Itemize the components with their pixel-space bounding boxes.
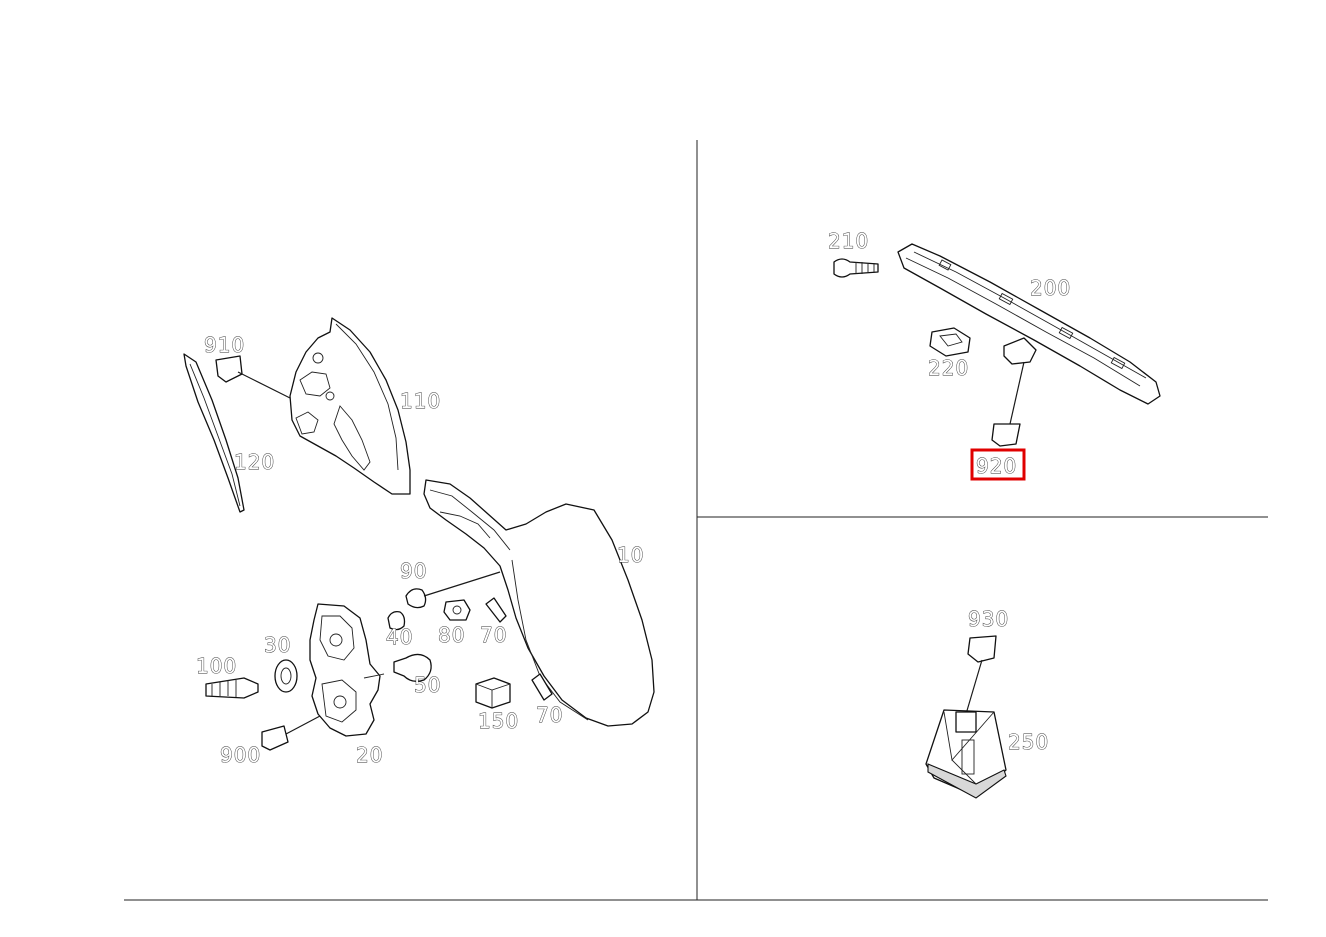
callout-10[interactable]: 10 xyxy=(617,543,644,568)
panel-frames xyxy=(124,140,1268,901)
part-200-lamp-rail xyxy=(897,243,1161,405)
part-90-bulb xyxy=(405,588,427,609)
part-10-lamp-lens xyxy=(423,479,655,727)
callout-90[interactable]: 90 xyxy=(400,559,427,584)
part-110-lamp-upper xyxy=(289,317,411,495)
part-100-connector xyxy=(205,677,259,699)
part-70-clip-lower xyxy=(531,673,553,701)
part-30-ring-seal xyxy=(274,659,298,693)
callout-200[interactable]: 200 xyxy=(1030,276,1071,301)
callout-20[interactable]: 20 xyxy=(356,743,383,768)
highlight-box xyxy=(970,448,1026,481)
callout-100[interactable]: 100 xyxy=(196,654,237,679)
callout-930[interactable]: 930 xyxy=(968,607,1009,632)
top-right-panel-drawing xyxy=(833,243,1161,447)
callout-110[interactable]: 110 xyxy=(400,389,441,414)
part-220-grommet xyxy=(929,327,971,357)
callout-920-highlighted[interactable]: 920 xyxy=(970,448,1026,481)
bottom-right-panel-drawing xyxy=(925,635,1007,799)
part-150-block xyxy=(475,677,511,709)
left-panel-drawing xyxy=(183,317,655,751)
callout-900[interactable]: 900 xyxy=(220,743,261,768)
callout-920[interactable]: 920 xyxy=(976,454,1017,479)
part-900-connector-plug xyxy=(261,725,289,751)
part-20-lamp-carrier xyxy=(309,603,381,737)
callout-30[interactable]: 30 xyxy=(264,633,291,658)
callout-labels: 10 20 30 40 50 70 70 80 90 100 110 120 1… xyxy=(196,229,1071,768)
callout-250[interactable]: 250 xyxy=(1008,730,1049,755)
callout-40[interactable]: 40 xyxy=(386,625,413,650)
part-80-socket xyxy=(443,599,471,621)
callout-50[interactable]: 50 xyxy=(414,673,441,698)
part-50-bulb xyxy=(393,653,432,682)
part-120-gasket xyxy=(183,353,245,513)
part-930-connector-plug xyxy=(967,635,997,663)
callout-910[interactable]: 910 xyxy=(204,333,245,358)
callout-210[interactable]: 210 xyxy=(828,229,869,254)
callout-80[interactable]: 80 xyxy=(438,623,465,648)
part-920-connector-plug xyxy=(991,423,1021,447)
callout-70-lower[interactable]: 70 xyxy=(536,703,563,728)
callout-150[interactable]: 150 xyxy=(478,709,519,734)
callout-220[interactable]: 220 xyxy=(928,356,969,381)
callout-70-upper[interactable]: 70 xyxy=(480,623,507,648)
part-70-clip-upper xyxy=(485,597,507,623)
part-40-small-bulb xyxy=(387,610,406,631)
part-910-connector-plug xyxy=(215,355,243,383)
callout-120[interactable]: 120 xyxy=(234,450,275,475)
